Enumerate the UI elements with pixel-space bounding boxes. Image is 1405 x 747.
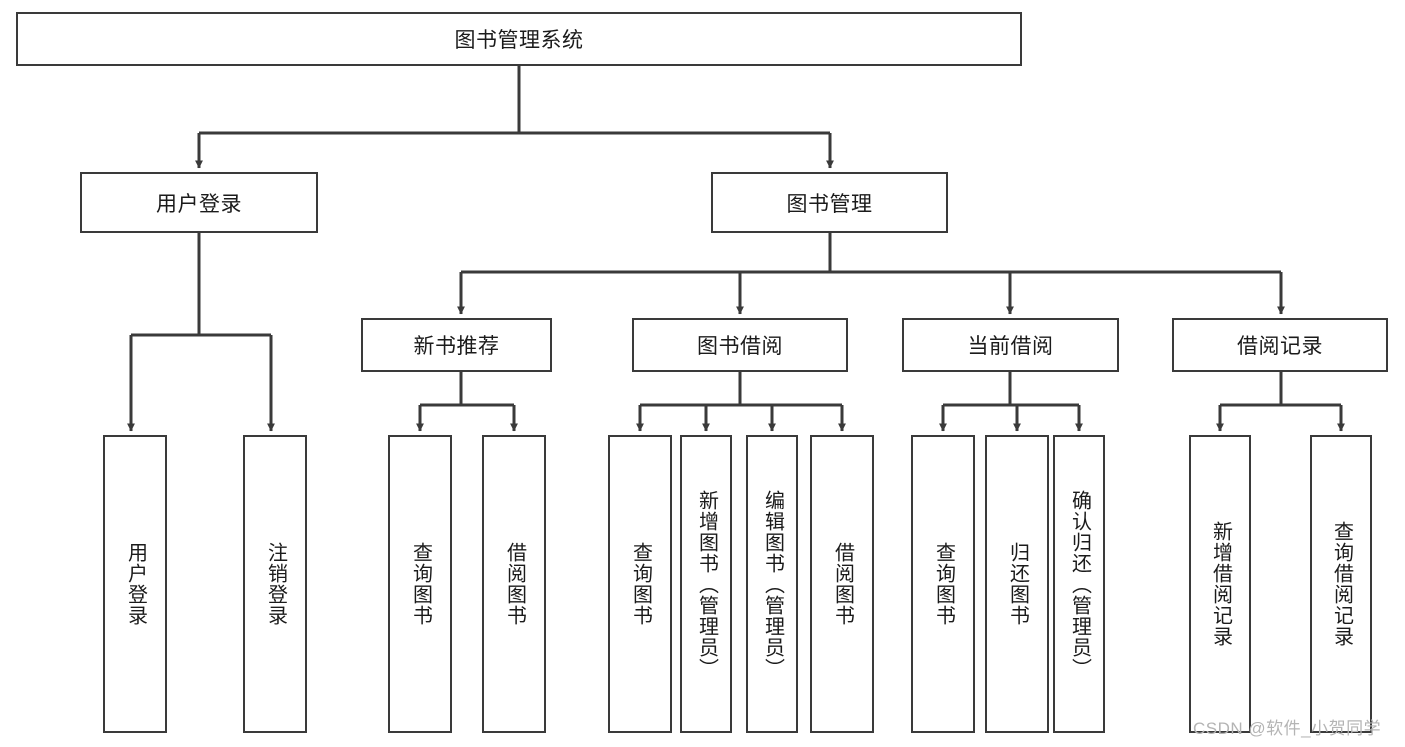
node-book-management[interactable]: 图书管理 bbox=[711, 172, 948, 233]
leaf-add-book-admin[interactable]: 新增图书（管理员） bbox=[680, 435, 732, 733]
leaf-query-books-current[interactable]: 查询图书 bbox=[911, 435, 975, 733]
node-label: 查询图书 bbox=[629, 542, 652, 626]
node-label: 查询借阅记录 bbox=[1330, 521, 1353, 647]
node-label: 图书管理 bbox=[786, 192, 873, 216]
csdn-watermark: CSDN @软件_小贺同学 bbox=[1193, 719, 1382, 738]
node-book-borrow[interactable]: 图书借阅 bbox=[632, 318, 848, 372]
node-label: 注销登录 bbox=[264, 542, 287, 626]
node-label: 归还图书 bbox=[1006, 542, 1029, 626]
node-label: 查询图书 bbox=[409, 542, 432, 626]
node-user-login[interactable]: 用户登录 bbox=[80, 172, 318, 233]
node-label: 图书管理系统 bbox=[454, 29, 584, 52]
leaf-borrow-books[interactable]: 借阅图书 bbox=[810, 435, 874, 733]
node-new-book-recommend[interactable]: 新书推荐 bbox=[361, 318, 552, 372]
node-label: 新书推荐 bbox=[413, 335, 500, 358]
leaf-user-login[interactable]: 用户登录 bbox=[103, 435, 167, 733]
node-label: 图书借阅 bbox=[697, 335, 783, 358]
node-current-borrow[interactable]: 当前借阅 bbox=[902, 318, 1119, 372]
node-label: 借阅图书 bbox=[503, 542, 526, 626]
leaf-edit-book-admin[interactable]: 编辑图书（管理员） bbox=[746, 435, 798, 733]
leaf-query-books-borrow[interactable]: 查询图书 bbox=[608, 435, 672, 733]
node-label: 用户登录 bbox=[156, 192, 242, 216]
node-system-root[interactable]: 图书管理系统 bbox=[16, 12, 1022, 66]
node-label: 借阅图书 bbox=[831, 542, 854, 626]
leaf-return-books[interactable]: 归还图书 bbox=[985, 435, 1049, 733]
leaf-logout[interactable]: 注销登录 bbox=[243, 435, 307, 733]
node-label: 查询图书 bbox=[932, 542, 955, 626]
node-label: 确认归还（管理员） bbox=[1068, 489, 1091, 679]
node-label: 新增图书（管理员） bbox=[695, 489, 718, 679]
node-label: 编辑图书（管理员） bbox=[761, 489, 784, 679]
leaf-confirm-return-admin[interactable]: 确认归还（管理员） bbox=[1053, 435, 1105, 733]
node-label: 新增借阅记录 bbox=[1209, 521, 1232, 647]
node-borrow-records[interactable]: 借阅记录 bbox=[1172, 318, 1388, 372]
leaf-borrow-books-newbooks[interactable]: 借阅图书 bbox=[482, 435, 546, 733]
node-label: 借阅记录 bbox=[1237, 335, 1323, 358]
node-label: 当前借阅 bbox=[967, 335, 1054, 358]
leaf-query-books-newbooks[interactable]: 查询图书 bbox=[388, 435, 452, 733]
leaf-query-borrow-record[interactable]: 查询借阅记录 bbox=[1310, 435, 1372, 733]
node-label: 用户登录 bbox=[124, 542, 147, 626]
leaf-add-borrow-record[interactable]: 新增借阅记录 bbox=[1189, 435, 1251, 733]
